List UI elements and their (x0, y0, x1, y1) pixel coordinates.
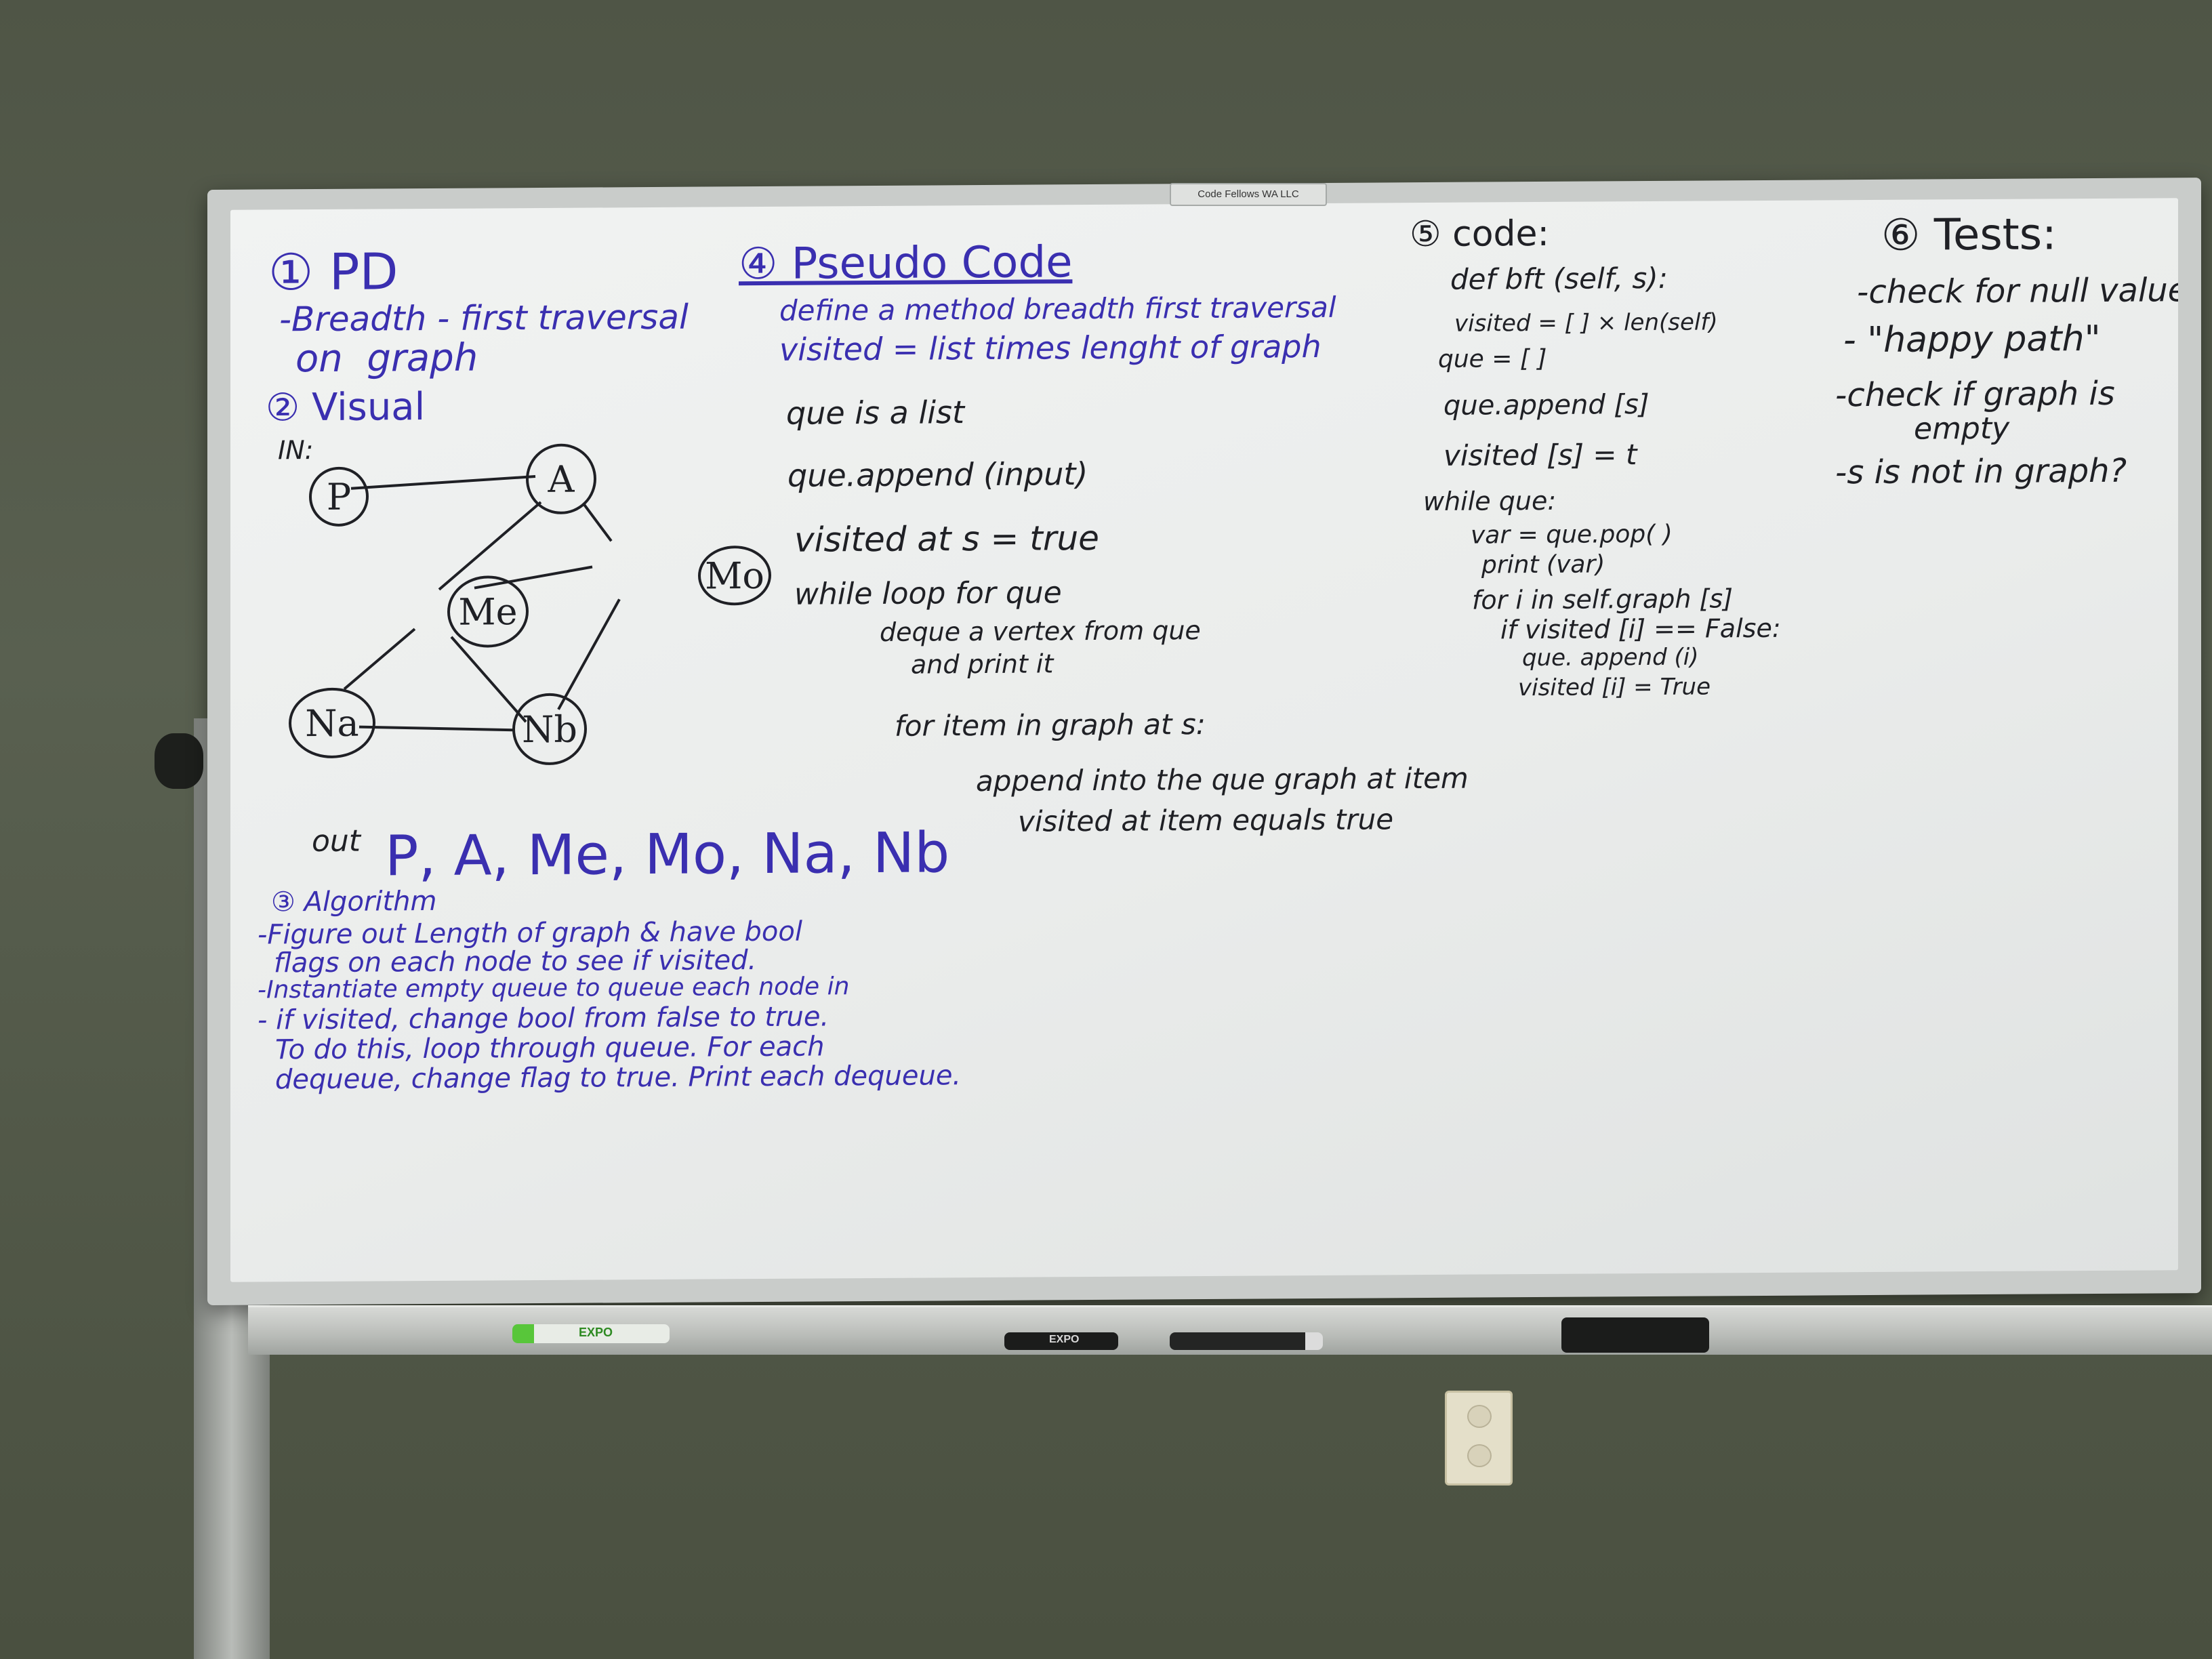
tests-line-3: -check if graph is (1835, 374, 2115, 415)
edge-me-na (343, 628, 416, 691)
edge-p-a (350, 475, 536, 490)
code-line-10: if visited [i] == False: (1500, 613, 1781, 645)
code-line-11: que. append (i) (1522, 643, 1699, 672)
black-marker-1: EXPO (1004, 1332, 1118, 1350)
tests-line-5: -s is not in graph? (1835, 451, 2127, 492)
section-pseudo-heading: ④ Pseudo Code (739, 237, 1073, 290)
code-line-2: visited = [ ] × len(self) (1454, 308, 1718, 337)
section-visual-heading: ② Visual (266, 385, 426, 430)
edge-mo-nb (557, 598, 621, 710)
algorithm-line-6: dequeue, change flag to true. Print each… (275, 1060, 962, 1096)
edge-me-mo (474, 565, 593, 590)
board-maker-plate: Code Fellows WA LLC (1170, 183, 1327, 206)
code-line-12: visited [i] = True (1518, 673, 1711, 702)
stand-knob (155, 733, 203, 789)
black-marker-1-label: EXPO (1049, 1334, 1080, 1345)
pseudo-line-2: visited = list times lenght of graph (779, 327, 1322, 368)
graph-node-p: P (309, 466, 369, 527)
algorithm-line-4: - if visited, change bool from false to … (258, 1001, 830, 1036)
pd-line-2: on graph (295, 335, 478, 382)
edge-na-nb (359, 725, 514, 732)
code-line-5: visited [s] = t (1443, 438, 1637, 472)
graph-node-mo: Mo (698, 545, 771, 606)
pseudo-line-1: define a method breadth first traversal (779, 290, 1336, 327)
graph-node-a: A (526, 443, 596, 515)
pseudo-line-10: append into the que graph at item (976, 761, 1469, 798)
pd-line-1: -Breadth - first traversal (279, 297, 689, 340)
graph-node-na: Na (289, 687, 375, 759)
edge-a-mo (583, 504, 613, 542)
pseudo-line-8: and print it (911, 649, 1054, 680)
section-code-heading: ⑤ code: (1410, 213, 1550, 255)
code-line-8: print (var) (1481, 550, 1605, 579)
tests-line-1: -check for null values (1857, 270, 2178, 312)
graph-node-me: Me (447, 575, 529, 648)
visual-out-label: out (312, 823, 361, 859)
algorithm-line-5: To do this, loop through queue. For each (275, 1031, 825, 1066)
whiteboard-surface: ① PD -Breadth - first traversal on graph… (230, 198, 2178, 1282)
visual-out-order: P, A, Me, Mo, Na, Nb (385, 821, 950, 889)
whiteboard-frame: ① PD -Breadth - first traversal on graph… (207, 178, 2201, 1306)
algorithm-line-3: -Instantiate empty queue to queue each n… (258, 972, 850, 1004)
tests-line-2: - "happy path" (1843, 318, 2101, 361)
green-marker: EXPO (512, 1324, 670, 1343)
code-line-6: while que: (1423, 485, 1557, 517)
tests-line-4: empty (1914, 411, 2010, 447)
section-tests-heading: ⑥ Tests: (1881, 209, 2057, 261)
edge-a-me (438, 501, 542, 591)
black-marker-2 (1170, 1332, 1323, 1350)
graph-node-nb: Nb (512, 693, 587, 766)
code-line-3: que = [ ] (1438, 344, 1547, 373)
code-line-1: def bft (self, s): (1450, 261, 1668, 296)
pseudo-line-5: visited at s = true (794, 518, 1099, 560)
edge-me-nb (450, 636, 527, 723)
section-algorithm-heading: ③ Algorithm (271, 885, 437, 918)
pseudo-line-4: que.append (input) (787, 455, 1088, 494)
code-line-4: que.append [s] (1443, 389, 1650, 422)
green-marker-label: EXPO (579, 1326, 613, 1339)
pseudo-line-6: while loop for que (794, 575, 1062, 612)
code-line-7: var = que.pop( ) (1471, 520, 1673, 550)
pseudo-line-9: for item in graph at s: (895, 708, 1206, 743)
pseudo-line-3: que is a list (786, 394, 965, 432)
graph-edges (343, 475, 621, 732)
board-eraser (1561, 1317, 1709, 1353)
wall-outlet (1445, 1391, 1513, 1486)
code-line-9: for i in self.graph [s] (1472, 583, 1733, 615)
pseudo-line-11: visited at item equals true (1018, 802, 1394, 838)
pseudo-line-7: deque a vertex from que (880, 615, 1201, 647)
section-pd-heading: ① PD (268, 243, 398, 302)
